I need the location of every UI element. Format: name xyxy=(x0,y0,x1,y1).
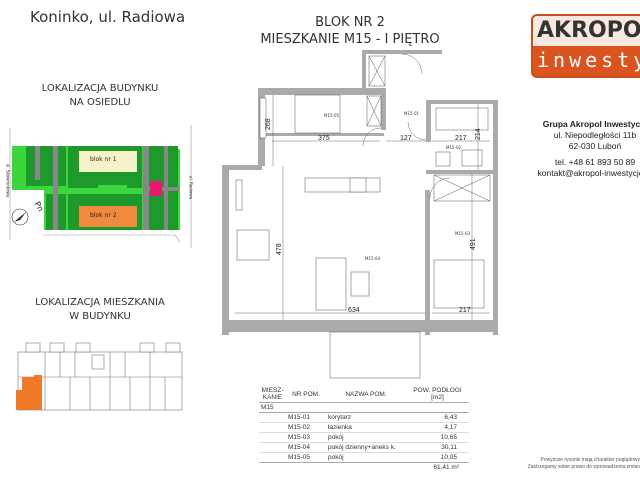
akropol-logo: AKROPOL inwestycje xyxy=(531,14,640,78)
dim-hall-width: 127 xyxy=(400,135,412,142)
apartment-highlight xyxy=(16,375,42,410)
dim-room-height: 491 xyxy=(470,238,477,250)
block2-label: blok nr 2 xyxy=(90,212,117,219)
block-title: BLOK NR 2 xyxy=(315,15,385,30)
contact-block: Grupa Akropol Inwestycje ul. Niepodległo… xyxy=(530,119,640,179)
site-plan-title: LOKALIZACJA BUDYNKU NA OSIEDLU xyxy=(41,83,159,108)
location-title: Koninko, ul. Radiowa xyxy=(30,8,186,26)
dim-bedroom-width: 375 xyxy=(318,135,330,142)
tag-bedroom: M15-05 xyxy=(324,113,340,118)
total-area: 61,41 m² xyxy=(433,464,459,471)
highlight-entrance xyxy=(150,181,162,196)
disclaimer: Powyższe rysunki mają charakter poglądow… xyxy=(527,457,640,470)
block-1 xyxy=(79,151,137,172)
tag-hall: M15-01 xyxy=(404,111,420,116)
tag-living: M15-04 xyxy=(365,256,381,261)
dim-bath-width: 217 xyxy=(455,135,467,142)
dim-living-height: 478 xyxy=(276,243,283,255)
tag-room: M15-03 xyxy=(455,231,471,236)
apartment-title: MIESZKANIE M15 - I PIĘTRO xyxy=(260,32,440,47)
building-plan-title: LOKALIZACJA MIESZKANIA W BUDYNKU xyxy=(35,297,165,322)
dim-living-width: 634 xyxy=(348,307,360,314)
dim-bedroom-height: 268 xyxy=(265,118,272,130)
email-link[interactable]: kontakt@akropol-inwestycje.pl xyxy=(537,168,640,178)
dim-bath-height: 214 xyxy=(475,128,482,140)
block-2 xyxy=(79,206,137,227)
dim-room-width: 217 xyxy=(459,307,471,314)
block1-label: blok nr 1 xyxy=(90,156,117,163)
room-table: MIESZ- KANIE NR POM. NAZWA POM. POW. POD… xyxy=(259,386,469,472)
tag-bath: M15-02 xyxy=(446,145,462,150)
